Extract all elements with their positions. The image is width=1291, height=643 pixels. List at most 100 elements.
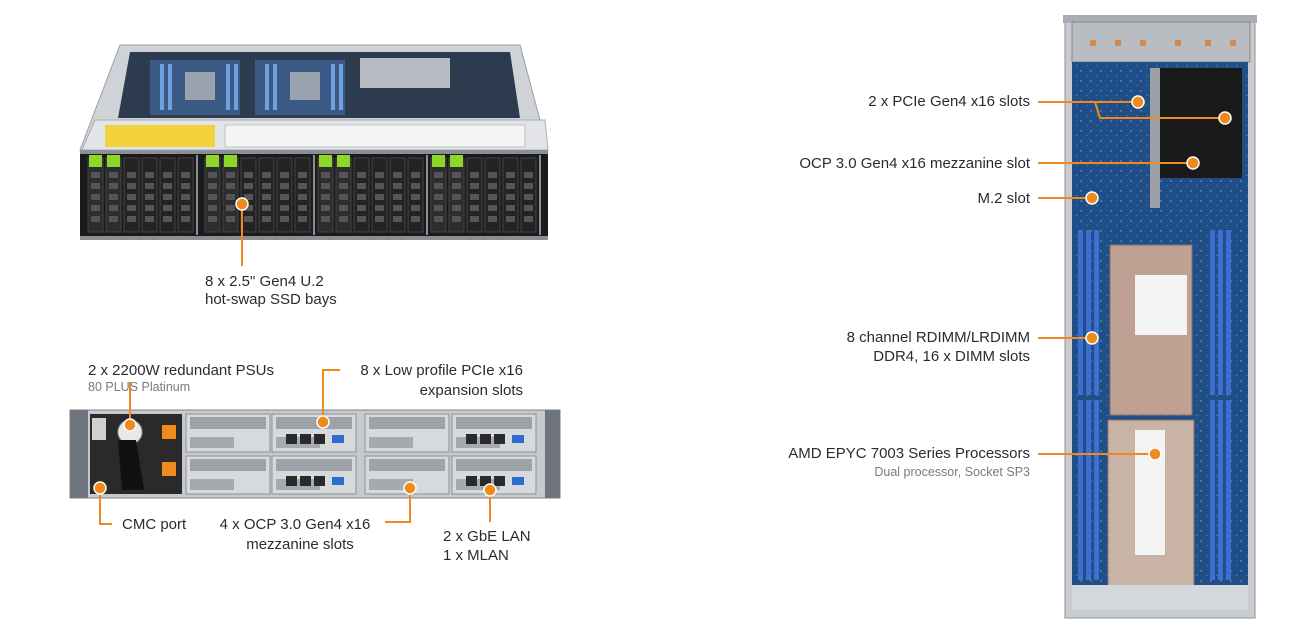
drive-vent [488,194,497,200]
node-pcie-dot-1-icon [1131,95,1145,109]
ssd-label-line1: 8 x 2.5" Gen4 U.2 [205,273,324,290]
drive-vent [145,205,154,211]
drive-latch-icon [319,155,332,167]
usb-port-icon [512,435,524,443]
drive-vent [357,183,366,189]
lan-port-icon [494,434,505,444]
dimm-slot [1078,230,1083,395]
lan-label-line2: 1 x MLAN [443,547,509,564]
drive-vent [339,172,348,178]
drive-latch-icon [224,155,237,167]
ocp-callout-dot-icon [403,481,417,495]
drive-vent [357,194,366,200]
drive-vent [181,183,190,189]
drive-vent [208,205,217,211]
drive-vent [298,172,307,178]
lan-port-icon [300,434,311,444]
drive-vent [321,194,330,200]
drive-vent [488,172,497,178]
drive-vent [488,183,497,189]
drive-vent [339,205,348,211]
drive-vent [244,172,253,178]
drive-vent [470,205,479,211]
drive-vent [524,216,533,222]
drive-vent [226,183,235,189]
usb-port-icon [512,477,524,485]
node-cpu-dot-icon [1148,447,1162,461]
drive-vent [452,205,461,211]
drive-vent [163,216,172,222]
drive-vent [163,172,172,178]
drive-vent [321,216,330,222]
dimm-slot [1218,230,1223,395]
drive-vent [280,194,289,200]
drive-latch-icon [337,155,350,167]
drive-vent [91,183,100,189]
drive-vent [375,216,384,222]
drive-vent [452,183,461,189]
drive-vent [452,216,461,222]
vent-grille [190,417,266,429]
vent-grille [369,479,413,490]
drive-vent [321,183,330,189]
lan-port-icon [300,476,311,486]
drive-vent [127,183,136,189]
lan-port-icon [314,434,325,444]
vent-grille [190,479,234,490]
dimm-slot [1094,400,1099,580]
drive-vent [181,205,190,211]
vent-grille [369,459,445,471]
drive-vent [470,183,479,189]
drive-vent [298,216,307,222]
drive-vent [262,172,271,178]
drive-vent [506,194,515,200]
node-pcie-label: 2 x PCIe Gen4 x16 slots [868,93,1030,110]
lan-port-icon [314,476,325,486]
drive-vent [208,194,217,200]
dimm-slot [1226,230,1231,395]
drive-vent [339,216,348,222]
drive-vent [321,205,330,211]
drive-vent [109,216,118,222]
vent-grille [369,417,445,429]
drive-vent [163,183,172,189]
drive-vent [393,216,402,222]
node-m2-label: M.2 slot [977,190,1030,207]
drive-vent [127,205,136,211]
drive-vent [339,194,348,200]
drive-vent [339,183,348,189]
dimm-slot [1210,230,1215,395]
pcie-rear-label-line1: 8 x Low profile PCIe x16 [360,362,523,379]
drive-vent [91,194,100,200]
vent-grille [276,437,320,448]
drive-vent [357,205,366,211]
drive-vent [109,194,118,200]
node-cpu-label: AMD EPYC 7003 Series Processors [788,445,1030,462]
drive-vent [262,216,271,222]
bay-divider [313,155,315,235]
drive-vent [91,172,100,178]
lan-callout-dot-icon [483,483,497,497]
drive-vent [208,183,217,189]
cmc-callout-dot-icon [93,481,107,495]
drive-vent [244,194,253,200]
drive-vent [506,216,515,222]
drive-vent [434,172,443,178]
vent-grille [456,459,532,471]
drive-vent [163,205,172,211]
drive-vent [434,183,443,189]
drive-vent [321,172,330,178]
drive-vent [434,205,443,211]
drive-latch-icon [450,155,463,167]
drive-vent [298,205,307,211]
lan-port-icon [286,476,297,486]
drive-vent [411,205,420,211]
drive-latch-icon [432,155,445,167]
drive-vent [280,172,289,178]
drive-vent [181,194,190,200]
drive-vent [145,183,154,189]
lan-port-icon [466,476,477,486]
drive-vent [488,205,497,211]
drive-vent [506,172,515,178]
